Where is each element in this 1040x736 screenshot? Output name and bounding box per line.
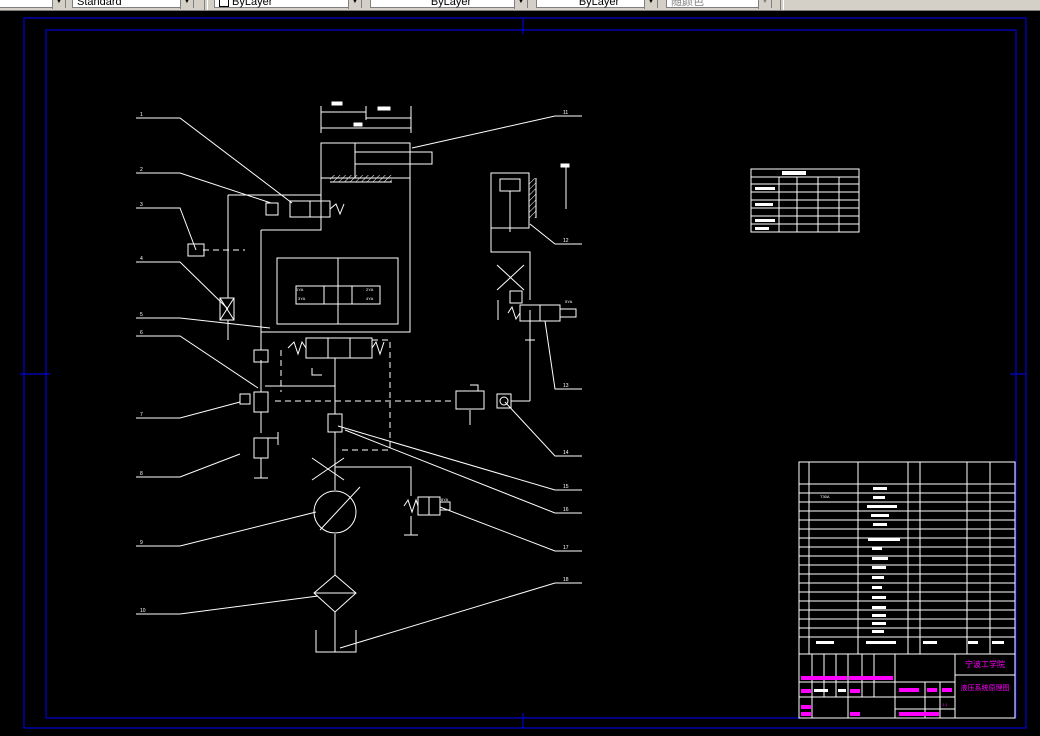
bom-table: [798, 461, 1016, 655]
part-label: 9: [140, 540, 143, 546]
valve-symbols: [187, 200, 577, 613]
chevron-down-icon: ▼: [758, 0, 771, 9]
part-label: 2: [140, 167, 143, 173]
toolbar-separator: [780, 0, 784, 10]
chevron-down-icon: ▼: [348, 0, 361, 9]
chevron-down-icon: ▼: [180, 0, 193, 9]
lineweight-value: ByLayer: [578, 0, 620, 8]
scale-value: 1:1: [942, 702, 948, 707]
solenoid-label: 3YA: [298, 296, 306, 301]
chevron-down-icon: ▼: [644, 0, 657, 9]
pilot-lines: [203, 236, 455, 451]
leader-labels-left: 1 2 3 4 5 6 7 8 9 10: [140, 112, 146, 614]
solenoid-label: 4YA: [366, 296, 374, 301]
drawing-frame: [20, 17, 1027, 729]
part-label: 4: [140, 256, 143, 262]
part-label: 5: [140, 312, 143, 318]
title-block: [798, 653, 1016, 719]
solenoid-label: 5YA: [565, 299, 573, 304]
leader-lines-left: [136, 117, 319, 615]
part-label: 10: [140, 608, 146, 614]
leader-lines-right: [337, 115, 582, 649]
leader-labels-right: 11 12 13 14 15 16 17 18: [563, 110, 569, 583]
chevron-down-icon: ▼: [52, 0, 65, 9]
color-swatch-icon: [219, 0, 229, 8]
part-label: 12: [563, 238, 569, 244]
part-label: 7: [140, 412, 143, 418]
part-label: 13: [563, 383, 569, 389]
layer-dropdown[interactable]: ByLayer ▼: [214, 0, 362, 9]
part-label: 8: [140, 471, 143, 477]
toolbar-separator: [204, 0, 208, 10]
part-label: 18: [563, 577, 569, 583]
drawing-name: 液压系统原理图: [961, 683, 1010, 692]
school-name: 宁波工学院: [965, 659, 1005, 669]
part-label: 3: [140, 202, 143, 208]
part-label: 6: [140, 330, 143, 336]
lineweight-dropdown[interactable]: ByLayer ▼: [536, 0, 658, 9]
solenoid-label: 2YA: [366, 287, 374, 292]
plot-style-dropdown[interactable]: 随颜色 ▼: [666, 0, 772, 9]
clamp-cylinder: [490, 172, 537, 300]
text-style-value: Standard: [77, 0, 122, 8]
part-label: 11: [563, 110, 568, 116]
dimension-marks: [320, 101, 570, 209]
part-label: 16: [563, 507, 569, 513]
linetype-dropdown[interactable]: ByLayer ▼: [370, 0, 528, 9]
pipelines: [227, 178, 535, 653]
chevron-down-icon: ▼: [514, 0, 527, 9]
bom-part-name: T30A: [820, 494, 830, 499]
main-cylinder: [320, 142, 433, 183]
part-label: 17: [563, 545, 569, 551]
linetype-value: ByLayer: [430, 0, 472, 8]
part-label: 1: [140, 112, 143, 118]
plot-style-value: 随颜色: [671, 0, 704, 8]
part-label: 15: [563, 484, 569, 490]
layer-value: ByLayer: [232, 0, 273, 8]
part-label: 14: [563, 450, 569, 456]
solenoid-label: 6YA: [441, 497, 449, 502]
solenoid-label: 1YA: [296, 287, 304, 292]
valve-labels: 1YA 2YA 3YA 4YA 5YA 6YA: [296, 287, 573, 502]
action-table: [750, 168, 860, 233]
properties-toolbar: ▼ Standard ▼ ByLayer ▼ ByLayer ▼ ByLayer…: [0, 0, 1040, 11]
text-style-dropdown[interactable]: ▼: [0, 0, 66, 9]
dim-style-dropdown[interactable]: Standard ▼: [72, 0, 194, 9]
drawing-canvas[interactable]: 1 2 3 4 5 6 7 8 9 10 11 12 13 14 15 16 1…: [0, 10, 1040, 736]
